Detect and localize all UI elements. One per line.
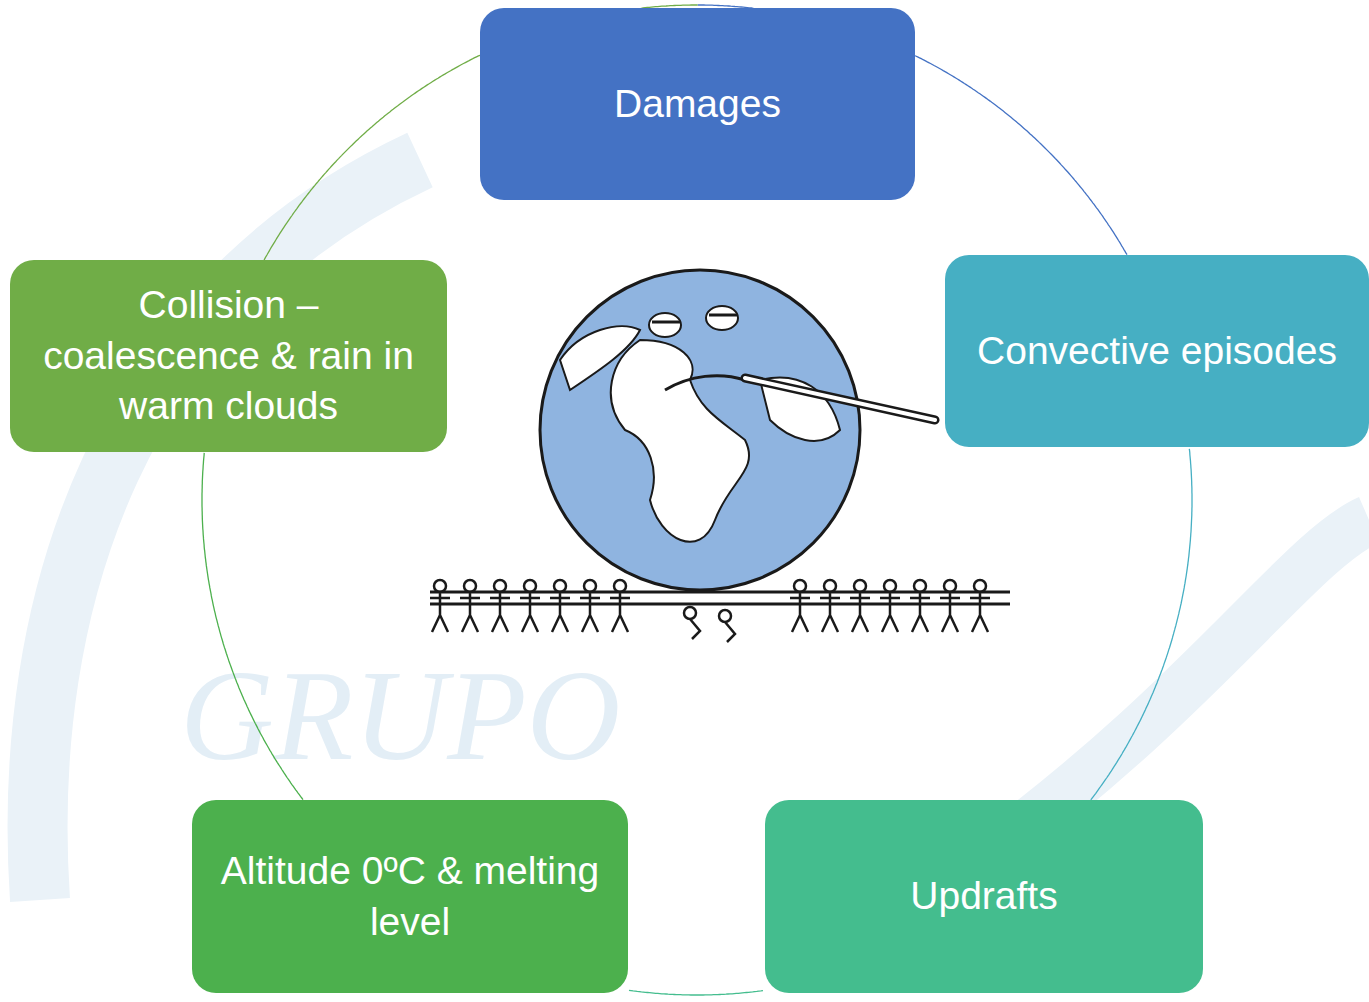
carrier-figures — [430, 580, 990, 642]
illustration-ground — [410, 250, 1030, 645]
stick-figure — [820, 580, 840, 632]
stick-figure — [790, 580, 810, 632]
process-box: Updrafts — [765, 800, 1203, 993]
eye — [706, 306, 738, 330]
box-label: Damages — [614, 79, 781, 130]
stick-figure — [460, 580, 480, 632]
globe — [540, 270, 860, 590]
running-figure — [684, 607, 700, 639]
ring-connector — [629, 990, 763, 995]
stick-figure — [880, 580, 900, 632]
continent — [611, 340, 749, 542]
stick-figure — [940, 580, 960, 632]
stick-figure — [490, 580, 510, 632]
box-label: Collision – coalescence & rain in warm c… — [32, 280, 425, 432]
eye — [649, 313, 681, 337]
stick-figure — [550, 580, 570, 632]
ring-connector — [202, 453, 303, 800]
watermark-text: GRUPO — [180, 640, 620, 790]
continent — [560, 326, 640, 390]
ring-connector — [1091, 449, 1192, 800]
eyelid — [652, 315, 737, 322]
stick-figure — [580, 580, 600, 632]
thermometer-glass — [745, 378, 935, 420]
stick-figure — [970, 580, 990, 632]
stick-figure — [610, 580, 630, 632]
box-label: Convective episodes — [977, 326, 1337, 377]
thermometer — [745, 378, 935, 420]
stick-figure — [850, 580, 870, 632]
mouth — [665, 376, 745, 390]
stick-figure — [520, 580, 540, 632]
stick-figure — [430, 580, 450, 632]
process-box: Altitude 0ºC & melting level — [192, 800, 628, 993]
box-label: Updrafts — [910, 871, 1057, 922]
box-label: Altitude 0ºC & melting level — [214, 846, 606, 947]
running-figure — [719, 610, 735, 642]
process-box: Convective episodes — [945, 255, 1369, 447]
process-box: Damages — [480, 8, 915, 200]
stick-figure — [910, 580, 930, 632]
process-box: Collision – coalescence & rain in warm c… — [10, 260, 447, 452]
